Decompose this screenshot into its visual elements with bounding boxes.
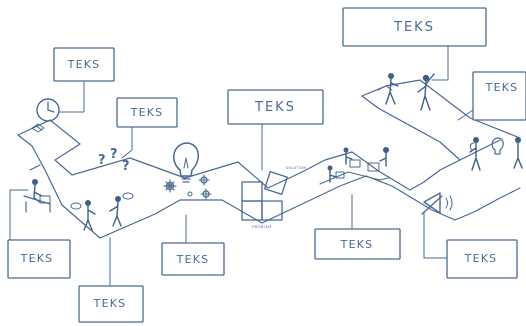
text-box-bottom-center-label: TEKS (340, 238, 374, 251)
people-at-desks-center (319, 147, 389, 185)
people-with-ideas (469, 137, 523, 171)
text-box-left-bottom-label: TEKS (20, 252, 54, 265)
text-box-bottom-center: TEKS (314, 194, 401, 260)
text-box-upper-left-label: TEKS (67, 58, 101, 71)
gear-icon (163, 174, 212, 200)
text-box-lightbulb: TEKS (227, 89, 324, 171)
svg-text:?: ? (110, 147, 118, 162)
megaphone-icon (421, 192, 453, 215)
puzzle-blocks-icon: PROBLEM SOLUTION (241, 166, 307, 229)
text-box-clock-label: TEKS (130, 106, 164, 119)
text-box-top-center: TEKS (342, 7, 487, 81)
svg-text:?: ? (122, 159, 130, 174)
text-box-bottom-left: TEKS (78, 237, 144, 323)
question-mark-icon: ? ? ? (98, 147, 130, 174)
people-talking (70, 192, 134, 231)
text-box-bottom-center-left-label: TEKS (176, 253, 210, 266)
text-box-left-bottom: TEKS (7, 189, 71, 279)
text-box-bottom-right: TEKS (423, 211, 518, 279)
caption-problem: PROBLEM (252, 225, 271, 229)
clock-icon (31, 98, 60, 133)
caption-solution: SOLUTION (286, 166, 307, 170)
journey-path (17, 79, 521, 239)
text-box-lightbulb-label: TEKS (254, 100, 296, 115)
lightbulb-icon (173, 142, 199, 183)
text-box-top-center-label: TEKS (393, 20, 435, 35)
text-box-bottom-center-left: TEKS (161, 214, 225, 276)
svg-text:?: ? (98, 153, 106, 168)
text-box-upper-right-label: TEKS (485, 81, 519, 94)
text-box-upper-right: TEKS (457, 71, 526, 121)
text-box-bottom-right-label: TEKS (464, 252, 498, 265)
person-at-desk-left (23, 179, 51, 213)
people-celebrating (377, 73, 435, 111)
text-box-upper-left: TEKS (53, 47, 115, 113)
text-box-bottom-left-label: TEKS (93, 297, 127, 310)
text-box-clock: TEKS (116, 97, 178, 159)
